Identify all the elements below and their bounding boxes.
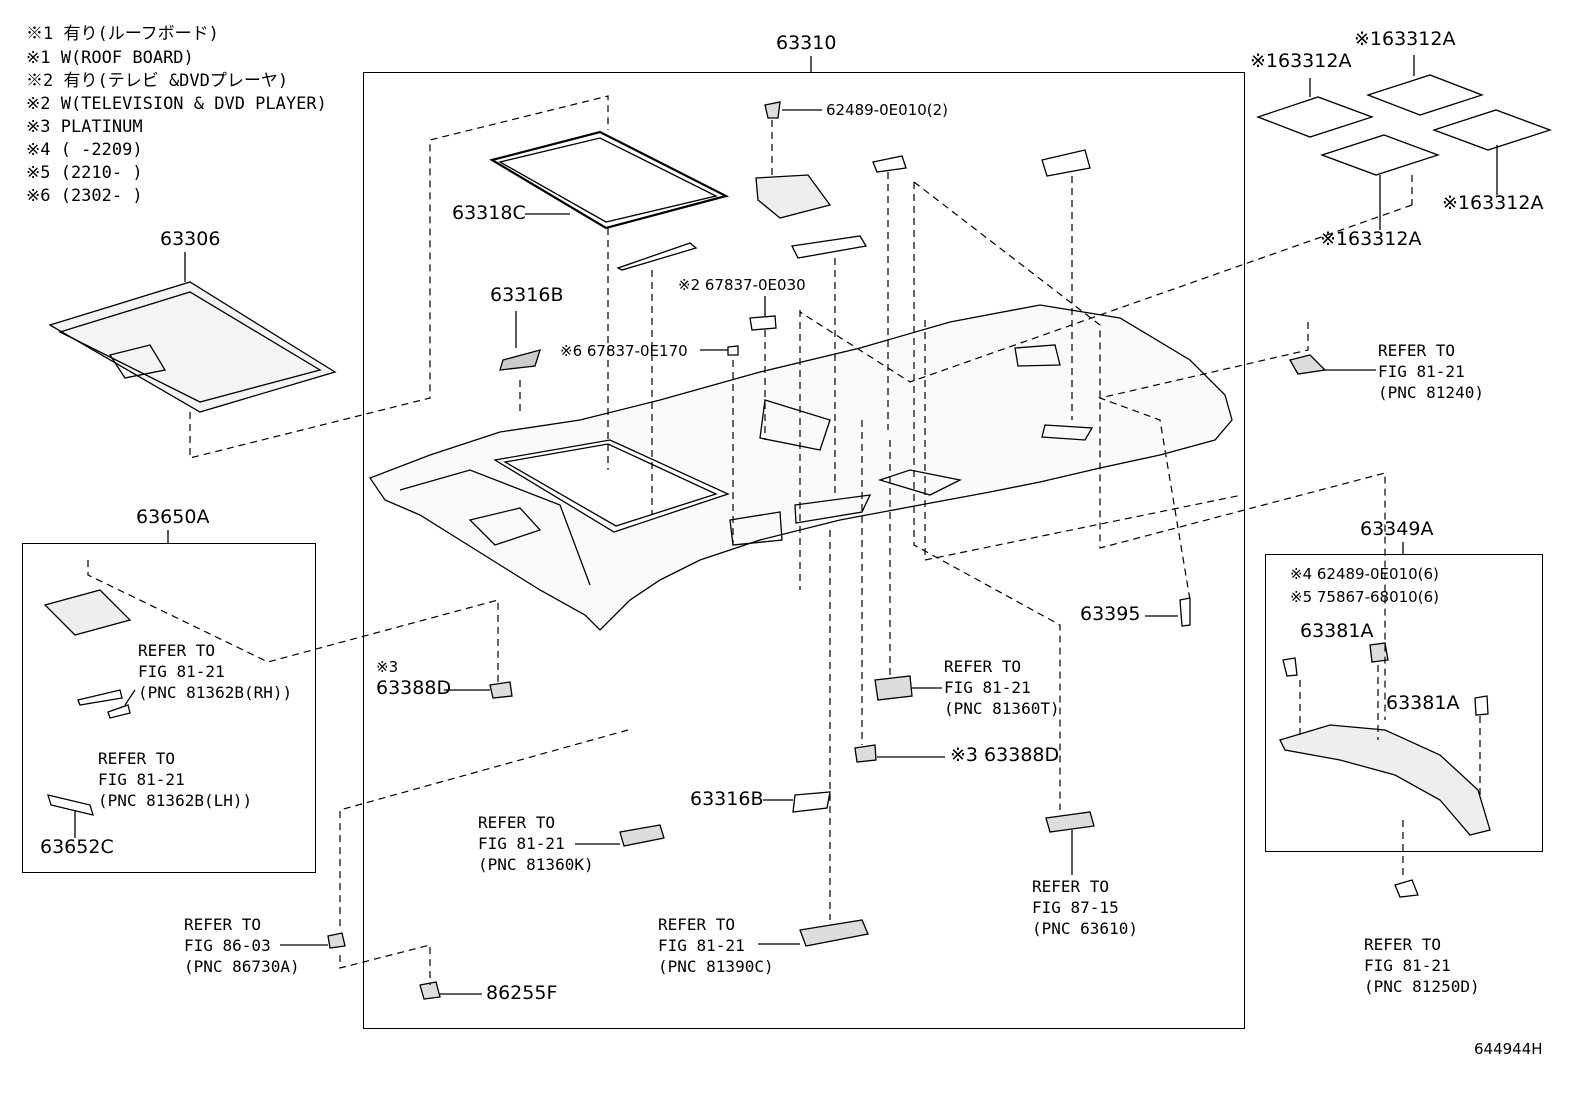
part-label-67837-0e030[interactable]: ※2 67837-0E030: [678, 276, 806, 294]
ref-pnc-81390c[interactable]: REFER TO FIG 81-21 (PNC 81390C): [658, 915, 774, 976]
part-label-63388d-right[interactable]: ※3 63388D: [950, 744, 1060, 766]
ref-pnc-81362b-lh[interactable]: REFER TO FIG 81-21 (PNC 81362B(LH)): [98, 749, 253, 810]
part-label-63316b-top[interactable]: 63316B: [490, 284, 564, 306]
part-label-63306[interactable]: 63306: [160, 228, 221, 250]
part-label-63395[interactable]: 63395: [1080, 603, 1141, 625]
part-label-63316b-bottom[interactable]: 63316B: [690, 788, 764, 810]
sunshade-panel: [48, 281, 337, 413]
ref-pnc-81250d[interactable]: REFER TO FIG 81-21 (PNC 81250D): [1364, 935, 1480, 996]
ref-pnc-63610[interactable]: REFER TO FIG 87-15 (PNC 63610): [1032, 877, 1138, 938]
ref-pnc-81240[interactable]: REFER TO FIG 81-21 (PNC 81240): [1378, 341, 1484, 402]
part-label-63312a-3[interactable]: ※163312A: [1442, 192, 1544, 214]
part-label-62489[interactable]: 62489-0E010(2): [826, 101, 949, 119]
part-label-63652c[interactable]: 63652C: [40, 836, 114, 858]
note-1-en: ※1 W(ROOF BOARD): [26, 48, 194, 68]
moonroof-seal-ring: [489, 130, 730, 230]
main-assembly-frame: [363, 72, 1245, 1029]
figure-code: 644944H: [1474, 1040, 1543, 1058]
part-label-86255f[interactable]: 86255F: [486, 982, 558, 1004]
ref-pnc-81362b-rh[interactable]: REFER TO FIG 81-21 (PNC 81362B(RH)): [138, 641, 293, 702]
part-label-63312a-4[interactable]: ※163312A: [1320, 228, 1422, 250]
part-label-63381a-left[interactable]: 63381A: [1300, 620, 1374, 642]
part-label-62489-6[interactable]: ※4 62489-0E010(6): [1290, 565, 1439, 583]
part-label-63310[interactable]: 63310: [776, 32, 837, 54]
note-2-jp: ※2 有り(テレビ &DVDプレーヤ): [26, 71, 289, 91]
part-label-63650a[interactable]: 63650A: [136, 506, 210, 528]
ref-pnc-86730a[interactable]: REFER TO FIG 86-03 (PNC 86730A): [184, 915, 300, 976]
part-label-67837-0e170[interactable]: ※6 67837-0E170: [560, 342, 688, 360]
note-1-jp: ※1 有り(ルーフボード): [26, 24, 219, 44]
part-label-63318c[interactable]: 63318C: [452, 202, 526, 224]
part-label-63312a-1[interactable]: ※163312A: [1250, 50, 1352, 72]
part-label-75867[interactable]: ※5 75867-68010(6): [1290, 588, 1439, 606]
assist-grip-subassembly-frame: [1265, 554, 1543, 852]
part-label-63312a-2[interactable]: ※163312A: [1354, 28, 1456, 50]
ref-pnc-81360t[interactable]: REFER TO FIG 81-21 (PNC 81360T): [944, 657, 1060, 718]
note-2-en: ※2 W(TELEVISION & DVD PLAYER): [26, 94, 327, 114]
ref-pnc-81360k[interactable]: REFER TO FIG 81-21 (PNC 81360K): [478, 813, 594, 874]
headliner-panel: [369, 304, 1233, 631]
map-lamp-subassembly-frame: [22, 543, 316, 873]
note-5: ※5 (2210- ): [26, 163, 143, 183]
note-3: ※3 PLATINUM: [26, 117, 143, 137]
part-note-63388d: ※3: [376, 658, 399, 676]
note-6: ※6 (2302- ): [26, 186, 143, 206]
note-4: ※4 ( -2209): [26, 140, 143, 160]
part-label-63349a[interactable]: 63349A: [1360, 518, 1434, 540]
part-label-63381a-right[interactable]: 63381A: [1386, 692, 1460, 714]
part-label-63388d-left[interactable]: 63388D: [376, 677, 452, 699]
